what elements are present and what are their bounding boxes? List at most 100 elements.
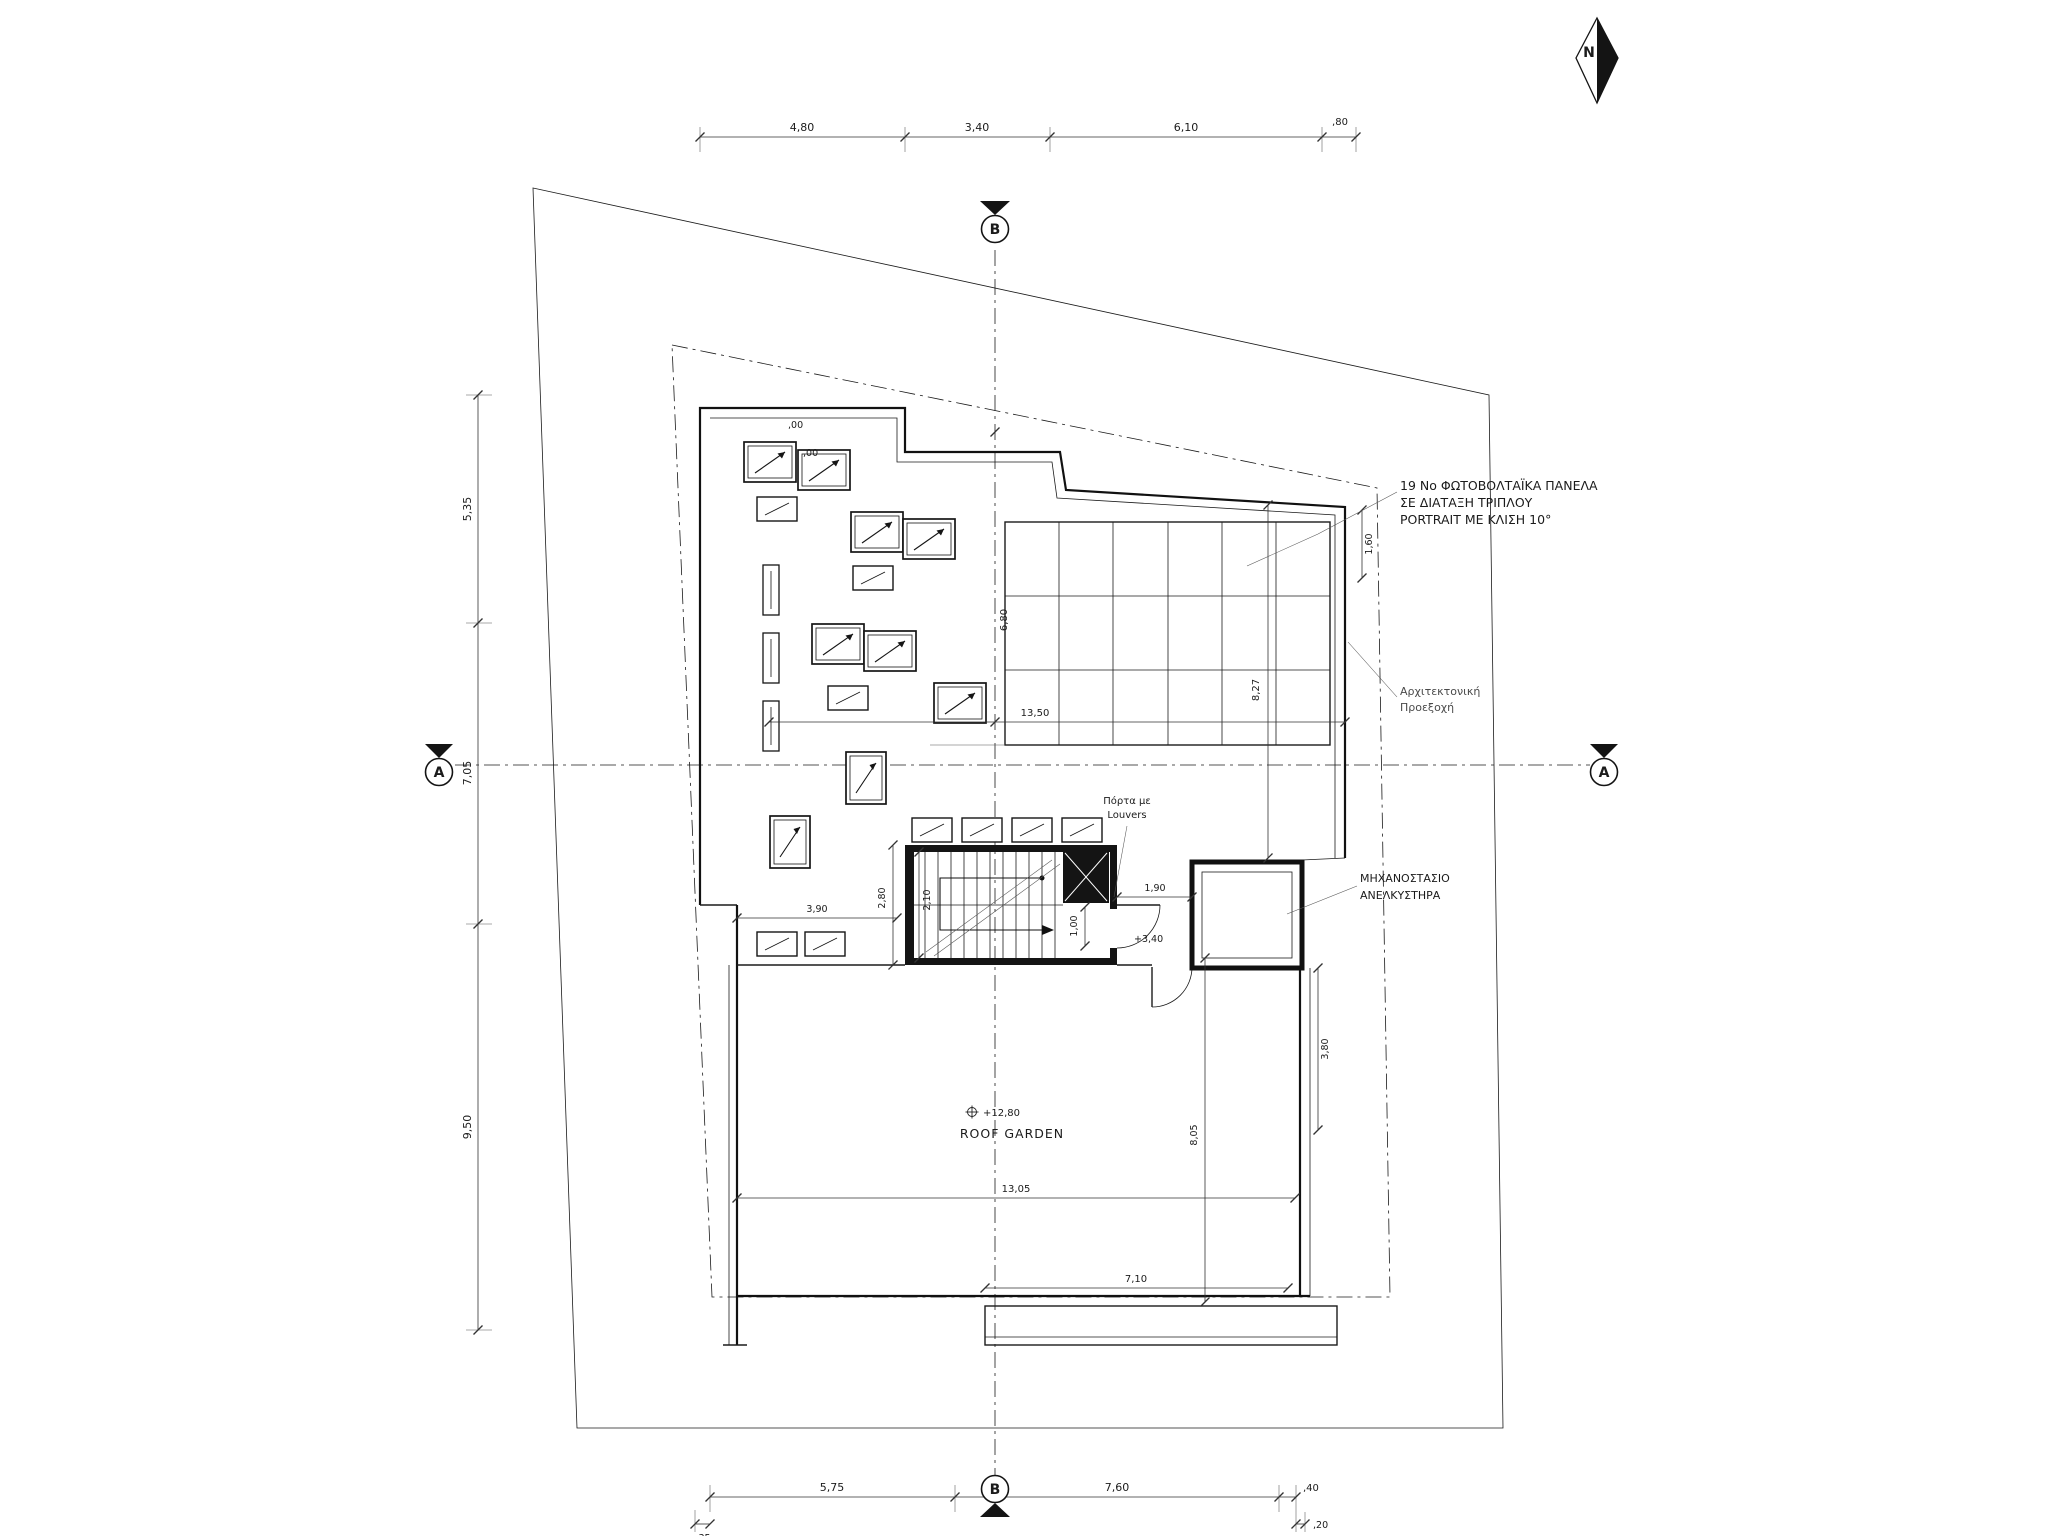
level-text: +3,40	[1134, 934, 1163, 945]
roof-garden-label: ROOF GARDEN	[960, 1126, 1064, 1141]
pv-note-line: ΣΕ ΔΙΑΤΑΞΗ ΤΡΙΠΛΟΥ	[1400, 495, 1533, 510]
louver-grille	[1011, 817, 1053, 843]
dim-text: 2,10	[922, 889, 933, 910]
dim-text: 6,10	[1174, 121, 1199, 134]
site-boundary	[532, 187, 1504, 1429]
dim-text: ,20	[1313, 1520, 1328, 1531]
dim-text: ,40	[1303, 1483, 1319, 1494]
dim-text: 7,60	[1105, 1481, 1130, 1494]
level-text: ,00	[788, 420, 803, 431]
stair-direction-arrow	[939, 877, 1042, 931]
section-letter: A	[1599, 765, 1610, 781]
section-marker-a-right: A	[1589, 744, 1619, 787]
solar-collector-small	[756, 931, 798, 957]
stair-north-wall	[905, 845, 1117, 852]
stair-south-wall	[905, 958, 1117, 965]
louver-grille	[911, 817, 953, 843]
shaft-hatch	[1064, 852, 1108, 902]
solar-collector	[933, 682, 987, 724]
stair-core	[905, 845, 1193, 1008]
pv-note-line: PORTRAIT ΜΕ ΚΛΙΣΗ 10°	[1400, 512, 1551, 527]
section-direction-icon	[1590, 744, 1618, 758]
dim-text: 5,35	[461, 497, 474, 522]
dim-text: 3,40	[965, 121, 990, 134]
section-marker-a-left: A	[424, 744, 454, 787]
louver-grille	[1061, 817, 1103, 843]
north-arrow: N	[1575, 16, 1619, 105]
section-direction-icon	[980, 201, 1010, 215]
setback-line	[671, 344, 1391, 1298]
machine-room-line: ΑΝΕΛΚΥΣΤΗΡΑ	[1360, 889, 1441, 902]
dim-chain-top: 4,80 3,40 6,10 ,80	[694, 117, 1362, 152]
shaft-east-wall-lower	[1110, 948, 1117, 965]
extension-lines	[466, 394, 492, 1331]
level-marker-icon	[965, 1105, 979, 1119]
annotations: 19 Νο ΦΩΤΟΒΟΛΤΑΪΚΑ ΠΑΝΕΛΑ ΣΕ ΔΙΑΤΑΞΗ ΤΡΙ…	[1103, 478, 1598, 915]
dim-text: 8,05	[1189, 1124, 1200, 1145]
section-direction-icon	[980, 1503, 1010, 1517]
level-text: ,00	[803, 448, 818, 459]
solar-collector	[850, 511, 904, 553]
stair-arrow-start	[1039, 875, 1045, 881]
shaft-east-wall-upper	[1110, 845, 1117, 909]
extension-lines	[699, 127, 1357, 152]
dim-text: 4,80	[790, 121, 815, 134]
louver-door-line: Πόρτα με	[1103, 795, 1151, 807]
dim-text: 6,80	[999, 609, 1010, 631]
building-outline	[698, 406, 1347, 906]
garden-door-swing	[1151, 966, 1193, 1008]
section-direction-icon	[425, 744, 453, 758]
solar-collectors	[743, 441, 1103, 957]
roof-parapet-inner	[710, 417, 1336, 858]
dim-text: 1,60	[1364, 533, 1375, 554]
section-letter: A	[434, 765, 445, 781]
pv-note-line: 19 Νο ΦΩΤΟΒΟΛΤΑΪΚΑ ΠΑΝΕΛΑ	[1400, 478, 1598, 493]
pv-array	[930, 521, 1331, 746]
section-letter: B	[990, 222, 1001, 238]
solar-collector	[845, 751, 887, 805]
solar-collector-small	[852, 565, 894, 591]
dim-text: 1,00	[1069, 915, 1080, 936]
solar-collector	[863, 630, 917, 672]
level-markers: ,00 ,00 +3,40 +12,80 ROOF GARDEN	[788, 420, 1163, 1141]
solar-collector	[769, 815, 811, 869]
solar-collector	[743, 441, 797, 483]
parapet-connector	[1301, 857, 1346, 861]
dim-text: 7,05	[461, 761, 474, 786]
dim-text: 3,90	[806, 904, 827, 915]
stair-break-line	[925, 859, 1061, 957]
dim-text: ,80	[1332, 117, 1348, 128]
louver-grille	[961, 817, 1003, 843]
section-bubble	[1589, 757, 1619, 787]
dim-chain-bottom: 5,75 7,60 ,40 ,35 ,20	[689, 1481, 1328, 1536]
section-marker-b-top: B	[980, 201, 1010, 244]
setback-dashdot	[671, 344, 1391, 1298]
solar-collector-small	[804, 931, 846, 957]
dim-text: 13,50	[1021, 708, 1050, 719]
section-bubble	[980, 214, 1010, 244]
arch-projection-leader	[1347, 641, 1398, 698]
arch-projection-line: Προεξοχή	[1400, 701, 1454, 714]
louver-door-line: Louvers	[1107, 810, 1146, 821]
solar-collector	[902, 518, 956, 560]
dim-text: 9,50	[461, 1115, 474, 1140]
extension-lines	[694, 1485, 1306, 1532]
dim-text: 2,80	[877, 887, 888, 908]
section-letter: B	[990, 1482, 1001, 1498]
south-parapet-strip	[984, 1305, 1338, 1346]
roof-garden-outline	[723, 905, 1338, 1346]
section-bubble	[424, 757, 454, 787]
solar-collector-small	[827, 685, 869, 711]
elevator-machine-room	[1189, 859, 1305, 971]
property-line	[532, 187, 1504, 1429]
dim-text: 8,27	[1251, 679, 1262, 701]
machine-room-leader	[1286, 885, 1358, 915]
machine-room-walls	[1189, 859, 1305, 971]
collector-pipe	[762, 632, 780, 684]
dim-text: 3,80	[1320, 1038, 1331, 1059]
north-letter: N	[1583, 45, 1595, 61]
dim-text: ,35	[695, 1533, 710, 1536]
pv-array-columns	[1058, 522, 1277, 745]
